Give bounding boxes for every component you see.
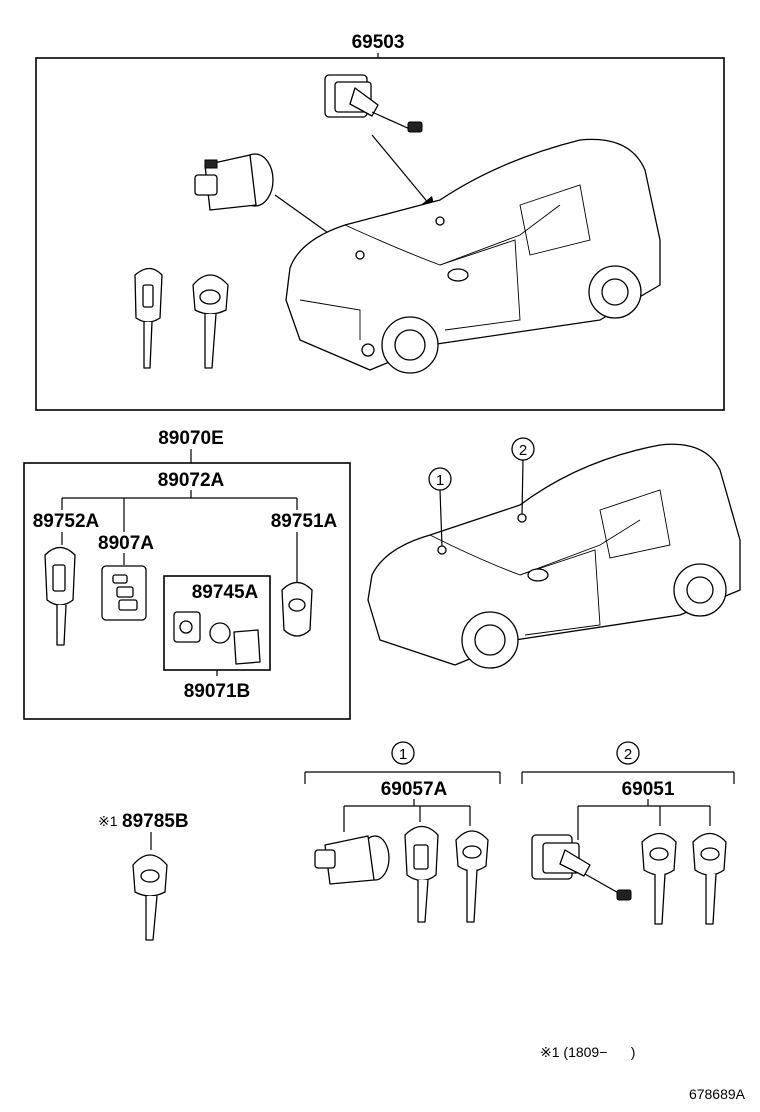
set-1-ignition-cylinder[interactable] xyxy=(314,835,390,885)
transmitter-case[interactable] xyxy=(101,565,147,621)
blank-key-number[interactable]: 89785B xyxy=(122,811,189,832)
footnote: ※1 (1809− ) xyxy=(540,1044,635,1060)
transmitter-housing-right[interactable] xyxy=(281,581,313,637)
blank-key[interactable] xyxy=(132,854,168,941)
set-1-transmitter-key[interactable] xyxy=(404,825,439,923)
inner-group-bottom-number[interactable]: 89071B xyxy=(184,681,251,702)
set-1-blank-key[interactable] xyxy=(455,830,489,923)
top-frame xyxy=(35,57,725,411)
callout-1-number: 1 xyxy=(436,472,444,489)
blank-key-prefix: ※1 xyxy=(98,813,118,829)
callout-2-leader xyxy=(521,459,524,515)
kit-frame xyxy=(23,462,351,720)
ignition-cylinder-top[interactable] xyxy=(194,153,274,211)
circuit-board[interactable] xyxy=(173,611,201,643)
kit-assembly-number[interactable]: 89070E xyxy=(158,428,224,449)
kit-sub-assembly-number[interactable]: 89072A xyxy=(158,470,225,491)
vehicle-illustration-top xyxy=(285,138,661,374)
key-blank-top[interactable] xyxy=(192,274,229,369)
transmitter-right-number[interactable]: 89751A xyxy=(271,511,338,532)
set-2-part-number[interactable]: 69051 xyxy=(622,779,675,800)
cover-plate[interactable] xyxy=(233,629,261,665)
transmitter-key-left[interactable] xyxy=(44,546,76,646)
set-2-key-a[interactable] xyxy=(641,832,677,925)
set-1-part-number[interactable]: 69057A xyxy=(381,779,448,800)
callout-2-number: 2 xyxy=(519,442,527,459)
set-2-circle[interactable] xyxy=(616,741,640,765)
inner-group-number[interactable]: 89745A xyxy=(192,582,259,603)
door-lock-cylinder-top[interactable] xyxy=(324,74,423,133)
vehicle-illustration-bottom xyxy=(367,443,741,669)
arrow-door xyxy=(371,134,431,206)
callout-1-leader xyxy=(439,489,443,547)
set-1-label: 1 xyxy=(399,746,407,763)
set-2-door-lock-cylinder[interactable] xyxy=(531,834,632,901)
key-smart-top[interactable] xyxy=(134,267,163,369)
set-1-circle[interactable] xyxy=(391,741,415,765)
drawing-id: 678689A xyxy=(689,1086,746,1102)
set-2-label: 2 xyxy=(624,746,632,763)
top-part-number[interactable]: 69503 xyxy=(352,32,405,53)
case-number[interactable]: 8907A xyxy=(98,533,154,554)
battery[interactable] xyxy=(209,622,231,644)
set-2-key-b[interactable] xyxy=(692,832,727,925)
transmitter-left-number[interactable]: 89752A xyxy=(33,511,100,532)
